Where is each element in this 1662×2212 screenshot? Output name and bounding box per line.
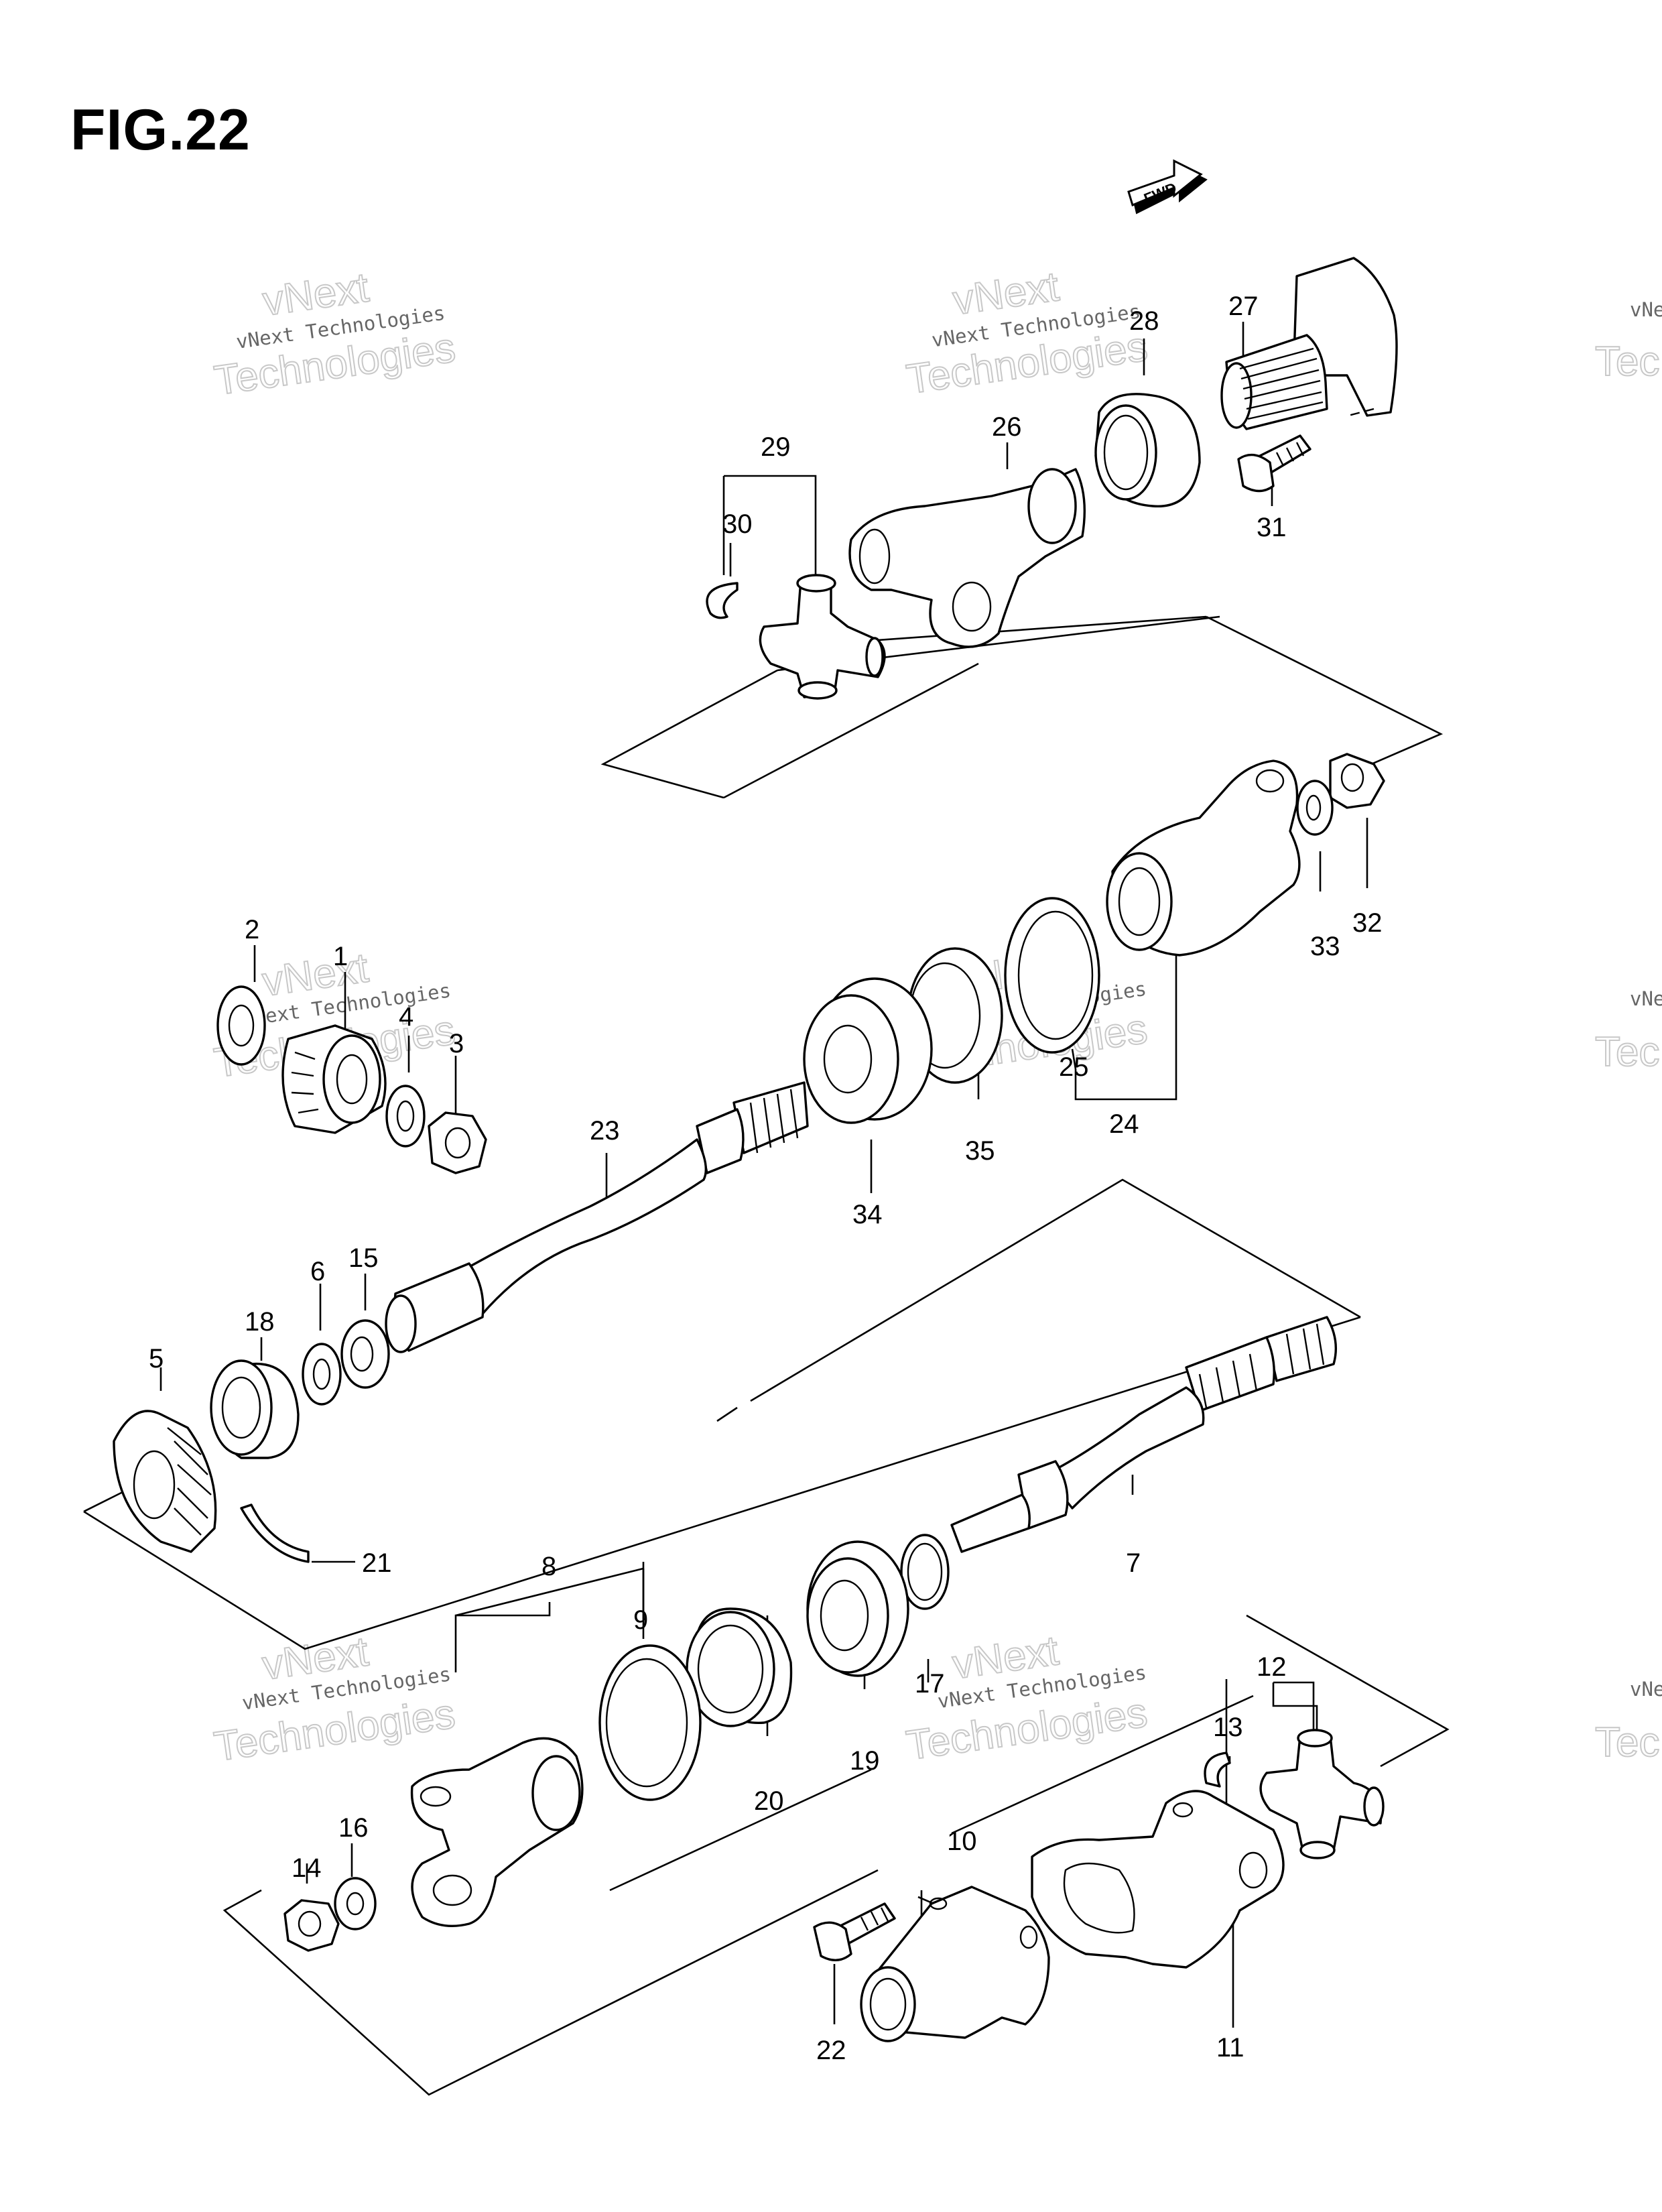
callout-4: 4 <box>399 1002 413 1032</box>
part-30-circlip <box>706 582 739 619</box>
part-6-washer <box>302 1343 342 1406</box>
watermark-right-edge: vNe Tec vNe Tec vNe Tec <box>1594 298 1662 1766</box>
callout-20: 20 <box>754 1786 784 1816</box>
svg-text:vNe: vNe <box>1630 298 1662 321</box>
part-33-washer <box>1296 780 1334 836</box>
part-21-retaining-clip <box>240 1503 310 1563</box>
part-18-needle-bearing <box>210 1359 300 1459</box>
callout-33: 33 <box>1310 932 1340 961</box>
callout-12: 12 <box>1257 1652 1287 1682</box>
part-26-yoke <box>848 468 1086 648</box>
callout-35: 35 <box>965 1136 995 1166</box>
callout-9: 9 <box>633 1605 648 1635</box>
figure-title: FIG.22 <box>70 98 251 162</box>
frame-bottom <box>222 1614 1450 2096</box>
part-22-bolt <box>813 1902 896 1961</box>
part-13-circlip <box>1204 1752 1231 1788</box>
svg-text:Tec: Tec <box>1595 339 1659 385</box>
callout-2: 2 <box>245 915 259 944</box>
part-12-universal-joint-spider <box>1259 1729 1385 1859</box>
part-2-thrust-washer <box>216 985 266 1066</box>
callout-14: 14 <box>292 1853 322 1883</box>
callout-13: 13 <box>1213 1713 1243 1742</box>
callout-5: 5 <box>149 1344 164 1373</box>
part-9-dust-seal <box>598 1644 702 1801</box>
part-10-output-housing <box>860 1886 1050 2042</box>
part-15-nut <box>340 1319 390 1389</box>
part-3-nut <box>428 1111 487 1174</box>
callout-26: 26 <box>992 412 1022 442</box>
part-32-nut <box>1329 753 1385 809</box>
svg-text:vNe: vNe <box>1630 1678 1662 1701</box>
callout-30: 30 <box>722 509 753 539</box>
callout-29: 29 <box>761 432 791 462</box>
part-34-ball-bearing <box>803 977 933 1124</box>
part-31-bolt <box>1237 434 1312 493</box>
fwd-arrow-icon: FWD <box>1127 159 1208 214</box>
callout-32: 32 <box>1352 908 1383 938</box>
watermark-top-left: vNext vNext Technologies Technologies <box>211 263 459 405</box>
part-14-nut <box>283 1899 340 1952</box>
callout-18: 18 <box>245 1307 275 1337</box>
callout-25: 25 <box>1059 1052 1089 1082</box>
callout-19: 19 <box>850 1746 880 1776</box>
callout-21: 21 <box>362 1548 392 1578</box>
part-17-snap-ring <box>900 1534 950 1610</box>
callout-11: 11 <box>1216 2033 1244 2063</box>
callout-22: 22 <box>816 2036 846 2065</box>
part-27-output-housing <box>1220 257 1398 430</box>
callout-1: 1 <box>333 942 348 971</box>
callout-7: 7 <box>1126 1548 1141 1578</box>
part-19-ball-bearing <box>806 1540 909 1677</box>
callout-16: 16 <box>338 1813 369 1843</box>
callout-6: 6 <box>310 1257 325 1286</box>
part-4-washer <box>385 1085 426 1148</box>
part-23-drive-shaft <box>385 1081 809 1353</box>
part-11-flange-yoke <box>1031 1790 1285 1969</box>
callout-labels: 1 2 3 4 5 6 7 8 9 10 11 12 13 14 15 16 1… <box>149 292 1383 2065</box>
part-28-oil-seal <box>1094 393 1201 507</box>
frame-middle <box>83 1178 1361 1650</box>
part-16-washer <box>334 1877 377 1930</box>
callout-27: 27 <box>1228 292 1259 321</box>
callout-28: 28 <box>1129 306 1159 336</box>
callout-15: 15 <box>348 1243 379 1273</box>
callout-34: 34 <box>852 1200 883 1229</box>
callout-3: 3 <box>449 1029 464 1058</box>
part-5-ring-gear <box>113 1410 217 1553</box>
part-7-pinion-shaft <box>950 1316 1338 1553</box>
callout-24: 24 <box>1109 1109 1139 1139</box>
callout-10: 10 <box>947 1827 977 1856</box>
svg-text:Tec: Tec <box>1595 1029 1659 1075</box>
part-29-universal-joint-spider <box>759 574 886 700</box>
callout-23: 23 <box>590 1116 620 1146</box>
svg-text:Tec: Tec <box>1595 1719 1659 1766</box>
part-24-flange-yoke <box>1106 759 1301 957</box>
part-20-oil-seal <box>686 1607 793 1727</box>
callout-17: 17 <box>915 1669 945 1699</box>
svg-text:vNe: vNe <box>1630 987 1662 1010</box>
part-8-yoke <box>410 1737 584 1928</box>
watermark-top-center: vNext vNext Technologies Technologies <box>903 263 1151 404</box>
callout-31: 31 <box>1257 513 1287 542</box>
part-1-bevel-gear <box>281 1024 387 1134</box>
callout-8: 8 <box>541 1552 556 1581</box>
leader-lines <box>159 322 1368 2028</box>
part-25-dust-seal <box>1004 897 1100 1054</box>
frame-top <box>600 615 1444 799</box>
